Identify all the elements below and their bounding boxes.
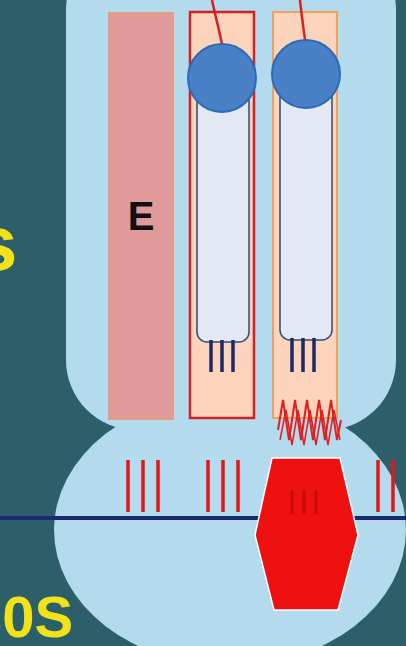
trna-body [280,70,332,340]
zigzag-bond [280,410,340,445]
codon [292,490,316,514]
site-box: E [108,12,174,420]
codon [128,460,393,512]
subunit-label: 30S [0,588,73,646]
anticodon [211,340,233,372]
subunit-label: s [0,204,17,282]
amino-acid [272,40,340,108]
amino-acid [188,44,256,112]
large-subunit [66,0,396,430]
release-factor [255,458,358,610]
peptide-chain [212,0,222,44]
peptide-chain [300,0,305,40]
anticodon [292,338,314,372]
site-letter: E [128,196,155,236]
